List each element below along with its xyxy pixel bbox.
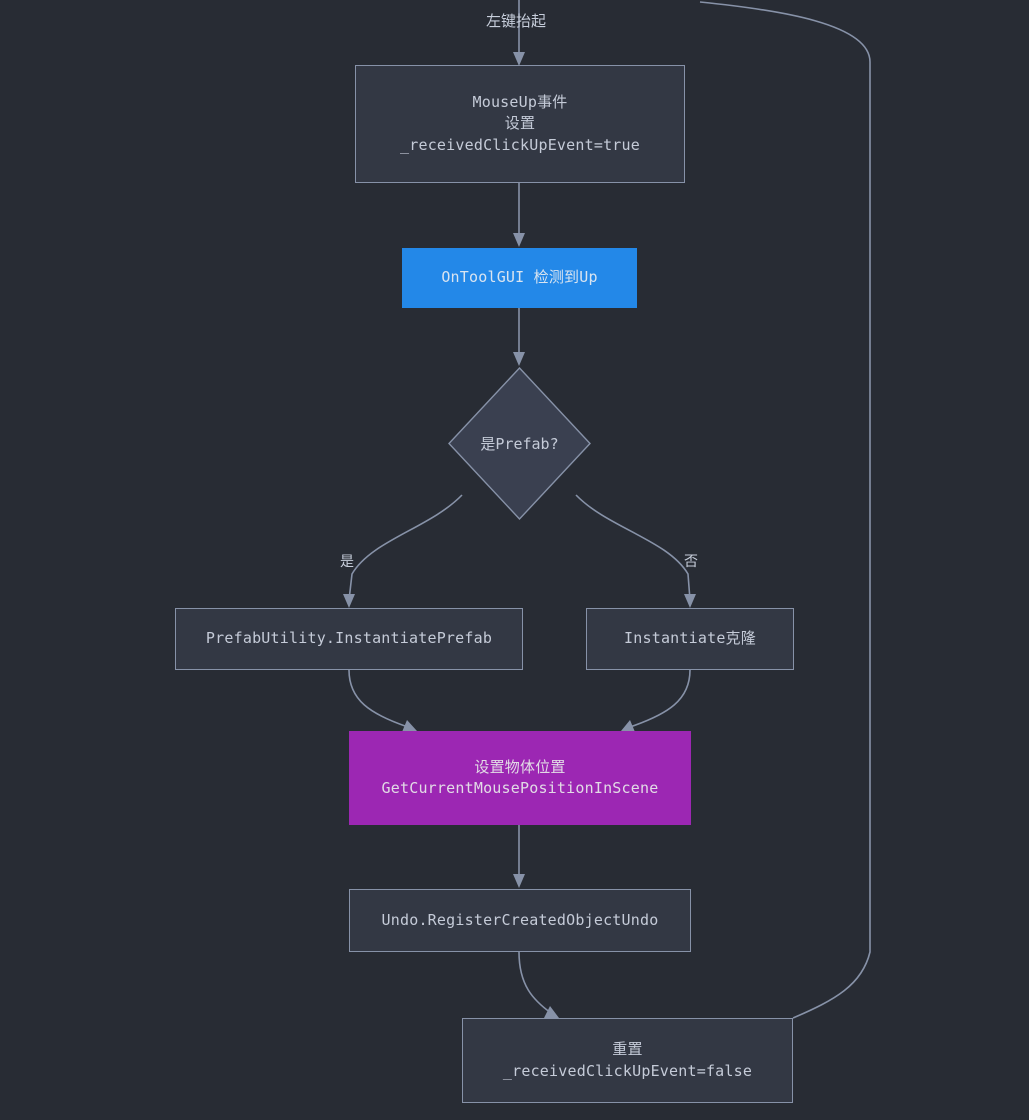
node-reset-flag-line-2: _receivedClickUpEvent=false (502, 1061, 753, 1080)
node-set-position[interactable]: 设置物体位置 GetCurrentMousePositionInScene (349, 731, 691, 825)
node-instantiate-prefab[interactable]: PrefabUtility.InstantiatePrefab (175, 608, 523, 670)
node-register-undo-label: Undo.RegisterCreatedObjectUndo (381, 910, 659, 929)
edge-label-yes: 是 (340, 554, 354, 570)
node-on-tool-gui-label: OnToolGUI 检测到Up (441, 268, 598, 287)
edge-label-no: 否 (684, 554, 698, 570)
node-register-undo[interactable]: Undo.RegisterCreatedObjectUndo (349, 889, 691, 952)
node-set-position-line-1: 设置物体位置 (474, 757, 566, 776)
node-reset-flag[interactable]: 重置 _receivedClickUpEvent=false (462, 1018, 793, 1103)
node-mouse-up-event-line-3: _receivedClickUpEvent=true (400, 135, 640, 154)
edge-setposition-to-registerundo (513, 825, 525, 888)
node-set-position-line-2: GetCurrentMousePositionInScene (381, 779, 659, 797)
edge-isprefab-no (575, 494, 696, 608)
diamond-shape (448, 366, 591, 521)
node-on-tool-gui[interactable]: OnToolGUI 检测到Up (402, 248, 637, 308)
entry-edge-label: 左键抬起 (486, 12, 547, 30)
edge-mouseup-to-ontoolgui (513, 183, 525, 247)
node-instantiate-clone-label: Instantiate克隆 (624, 629, 756, 648)
edge-instantiateprefab-to-setposition (348, 669, 417, 732)
edge-ontoolgui-to-isprefab (513, 308, 525, 366)
edge-entry-to-mouseup (513, 0, 525, 66)
edge-instantiateclone-to-setposition (621, 669, 691, 732)
edge-registerundo-to-resetflag (518, 951, 559, 1018)
node-instantiate-prefab-label: PrefabUtility.InstantiatePrefab (205, 629, 493, 648)
node-reset-flag-line-1: 重置 (612, 1040, 643, 1059)
node-mouse-up-event[interactable]: MouseUp事件 设置 _receivedClickUpEvent=true (355, 65, 685, 183)
edge-isprefab-yes (343, 494, 463, 608)
node-instantiate-clone[interactable]: Instantiate克隆 (586, 608, 794, 670)
node-mouse-up-event-line-2: 设置 (504, 114, 536, 133)
node-mouse-up-event-line-1: MouseUp事件 (472, 93, 568, 112)
edge-resetflag-to-entry (699, 1, 871, 1019)
node-is-prefab[interactable]: 是Prefab? (447, 366, 592, 521)
